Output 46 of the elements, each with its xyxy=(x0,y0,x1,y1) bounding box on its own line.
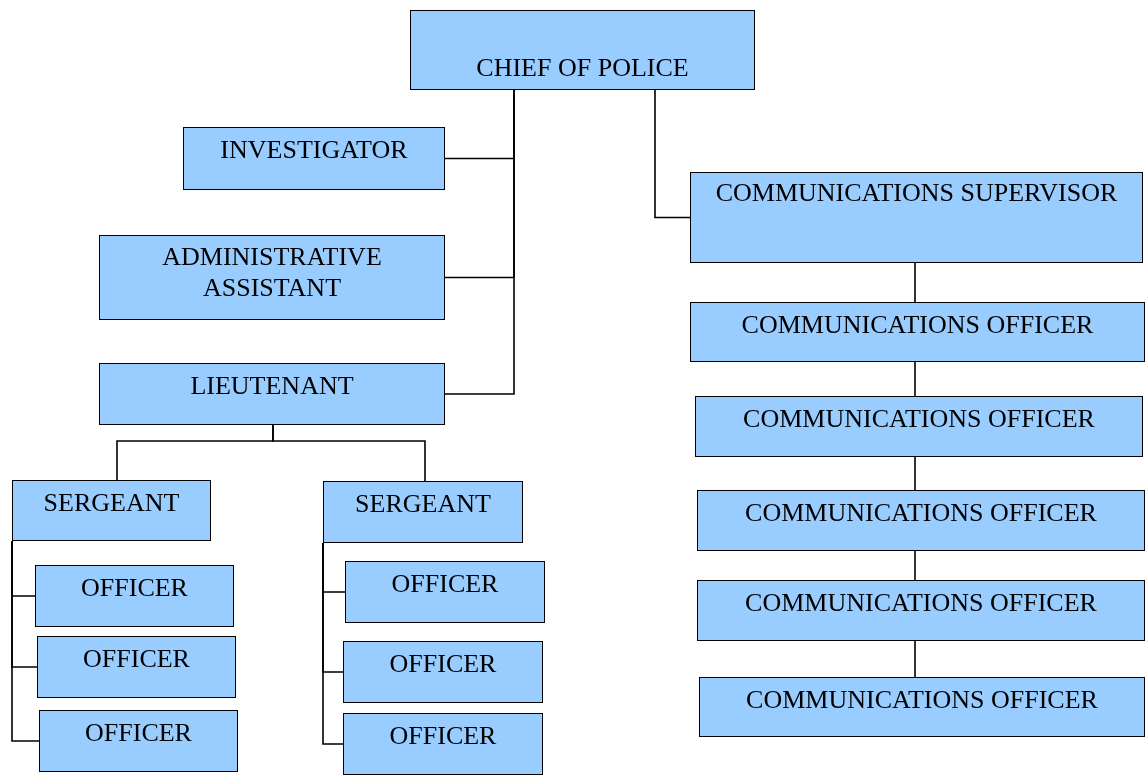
role-title: OFFICER xyxy=(83,643,190,675)
role-title: CHIEF OF POLICE xyxy=(476,51,689,83)
org-box xyxy=(39,710,238,772)
role-title: SERGEANT xyxy=(43,487,180,519)
org-box xyxy=(697,580,1145,641)
connector-line xyxy=(914,456,916,491)
org-box xyxy=(99,363,445,425)
role-title: OFFICER xyxy=(389,720,497,752)
connector-line xyxy=(444,89,515,395)
connector-line xyxy=(654,89,691,219)
role-title: LIEUTENANT xyxy=(190,370,354,402)
connector-line xyxy=(272,424,426,482)
role-title: OFFICER xyxy=(85,717,192,749)
org-box xyxy=(343,641,543,703)
connector-line xyxy=(914,361,916,397)
connector-line xyxy=(914,550,916,581)
chief-box xyxy=(410,10,755,90)
role-title: COMMUNICATIONS OFFICER xyxy=(743,403,1095,435)
role-title: OFFICER xyxy=(81,572,188,604)
org-box xyxy=(695,396,1143,457)
role-title: COMMUNICATIONS OFFICER xyxy=(745,587,1097,619)
org-box xyxy=(323,481,523,543)
org-box xyxy=(37,636,236,698)
role-title: OFFICER xyxy=(391,568,499,600)
connector-line xyxy=(914,262,916,303)
org-box xyxy=(183,127,445,190)
org-box xyxy=(345,561,545,623)
org-box xyxy=(35,565,234,627)
connector-line xyxy=(914,640,916,678)
connector-line xyxy=(322,542,344,745)
role-title: COMMUNICATIONS OFFICER xyxy=(741,309,1094,341)
role-title: ADMINISTRATIVE ASSISTANT xyxy=(161,241,383,304)
org-box xyxy=(690,172,1143,263)
org-box xyxy=(697,490,1145,551)
connector-line xyxy=(11,540,40,742)
org-box xyxy=(99,235,445,320)
role-title: COMMUNICATIONS OFFICER xyxy=(746,684,1098,716)
role-title: SERGEANT xyxy=(355,488,491,520)
role-title: OFFICER xyxy=(389,648,497,680)
org-box xyxy=(343,713,543,775)
role-title: COMMUNICATIONS SUPERVISOR xyxy=(715,177,1118,209)
org-box xyxy=(699,677,1145,737)
org-box xyxy=(12,480,211,541)
role-title: INVESTIGATOR xyxy=(220,134,408,166)
org-box xyxy=(690,302,1145,362)
role-title: COMMUNICATIONS OFFICER xyxy=(745,497,1097,529)
